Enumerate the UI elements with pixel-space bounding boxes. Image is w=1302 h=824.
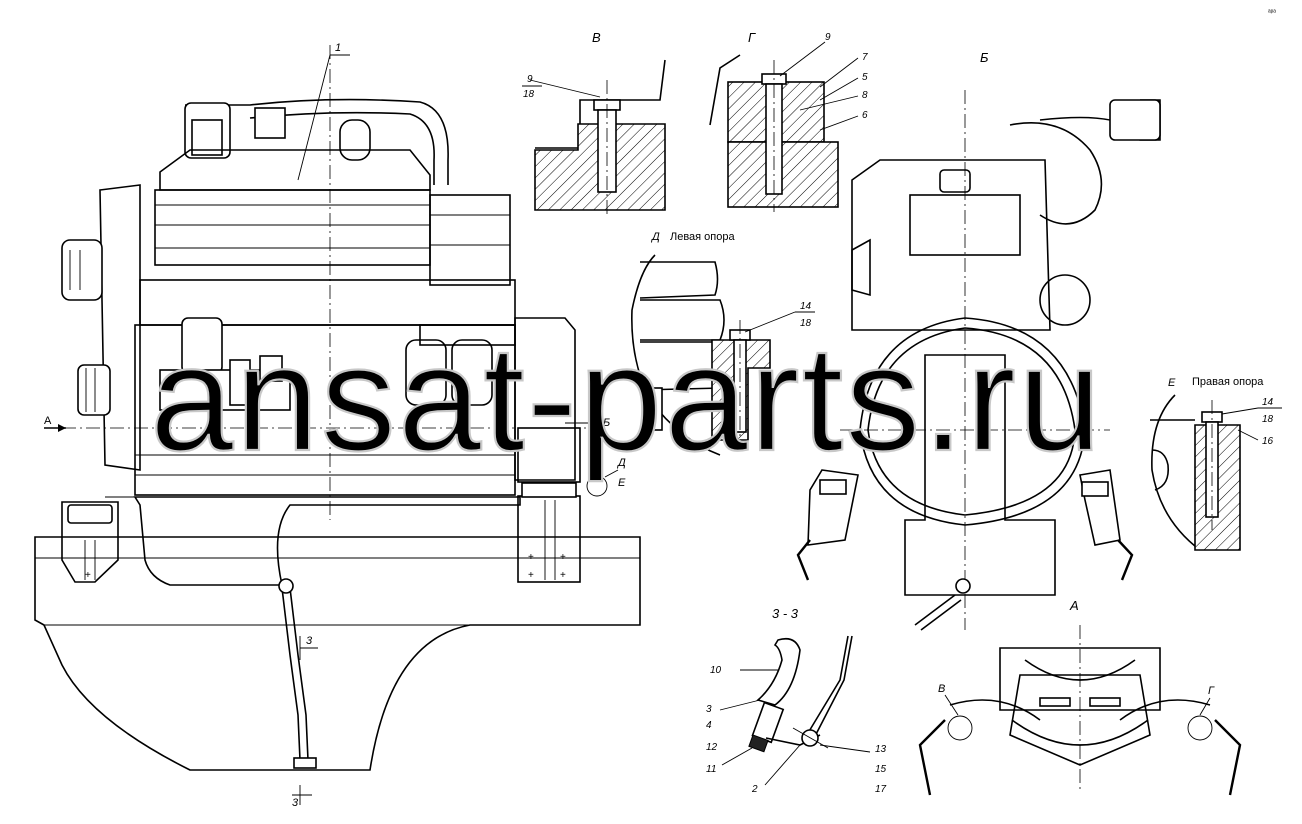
view-b6-title: Б — [980, 50, 989, 65]
view-e-caption: Правая опора — [1192, 376, 1264, 388]
callout-g-6: 6 — [862, 110, 868, 121]
watermark: ansat-parts.ru — [150, 314, 1103, 482]
flywheel-housing — [514, 317, 576, 481]
callout-33-3: 3 — [706, 704, 712, 715]
callout-33-15: 15 — [875, 764, 887, 775]
callout-33-12: 12 — [706, 742, 718, 753]
callout-d-18: 18 — [800, 318, 812, 329]
callout-e-16: 16 — [1262, 436, 1274, 447]
view-g-title: Г — [748, 30, 756, 45]
view-e-title: Е — [1168, 377, 1176, 389]
crank-pulley — [77, 364, 111, 416]
corner-mark: ᵃᵖᵃ — [1268, 9, 1276, 16]
callout-33-10: 10 — [710, 665, 722, 676]
view-a-label-g: Г — [1208, 685, 1215, 697]
callout-b-9: 9 — [527, 74, 533, 85]
callout-g-5: 5 — [862, 72, 868, 83]
callout-1: 1 — [335, 42, 341, 54]
callout-e-14: 14 — [1262, 397, 1274, 408]
label-d-main: Д — [616, 457, 626, 469]
svg-text:+: + — [560, 570, 566, 581]
timing-cover — [99, 184, 141, 471]
callout-33-13: 13 — [875, 744, 887, 755]
callout-33-2: 2 — [751, 784, 758, 795]
svg-text:+: + — [85, 570, 91, 581]
view-b-title: В — [592, 30, 601, 45]
label-b-main: Б — [603, 417, 610, 429]
callout-g-9: 9 — [825, 32, 831, 43]
view-a-title: А — [1069, 598, 1079, 613]
view-d-title: Д — [650, 231, 660, 243]
label-e-main: Е — [618, 477, 626, 489]
vehicle-frame — [34, 536, 641, 771]
section-3-top: 3 — [306, 635, 313, 647]
view-b-end: Б — [796, 50, 1161, 631]
callout-g-8: 8 — [862, 90, 868, 101]
view-arrow-a: А — [44, 415, 66, 432]
section-3-bottom: 3 — [292, 797, 299, 809]
callout-d-14: 14 — [800, 301, 812, 312]
view-d: Д Левая опора 14 18 — [631, 231, 815, 456]
callout-b-18: 18 — [523, 89, 535, 100]
callout-33-11: 11 — [706, 764, 716, 775]
front-mount: + — [61, 501, 119, 583]
view-d-caption: Левая опора — [670, 231, 735, 243]
drain-tube — [281, 587, 301, 761]
section-33-title: 3 - 3 — [772, 606, 799, 621]
view-g: Г 9 7 5 8 6 — [709, 30, 868, 212]
oil-pan — [133, 496, 521, 586]
arrow-a-label: А — [44, 415, 52, 427]
view-e: Е Правая опора 14 18 16 — [1150, 376, 1282, 551]
callout-33-4: 4 — [706, 720, 712, 731]
svg-text:+: + — [528, 570, 534, 581]
svg-text:+: + — [528, 552, 534, 563]
callout-e-18: 18 — [1262, 414, 1274, 425]
coolant-pipe — [185, 98, 449, 185]
fan-pulley — [61, 239, 103, 301]
section-3-3: 3 - 3 10 3 4 12 11 2 13 15 17 — [706, 606, 887, 795]
main-side-view: + + + + + А 1 — [34, 42, 641, 809]
view-b: В 9 18 — [522, 30, 666, 215]
callout-g-7: 7 — [862, 52, 868, 63]
rear-mount: + + + + — [517, 427, 581, 583]
view-a: А В Г — [918, 598, 1242, 796]
svg-text:+: + — [560, 552, 566, 563]
callout-33-17: 17 — [875, 784, 887, 795]
oil-filter — [405, 339, 447, 406]
view-a-label-b: В — [938, 683, 945, 695]
